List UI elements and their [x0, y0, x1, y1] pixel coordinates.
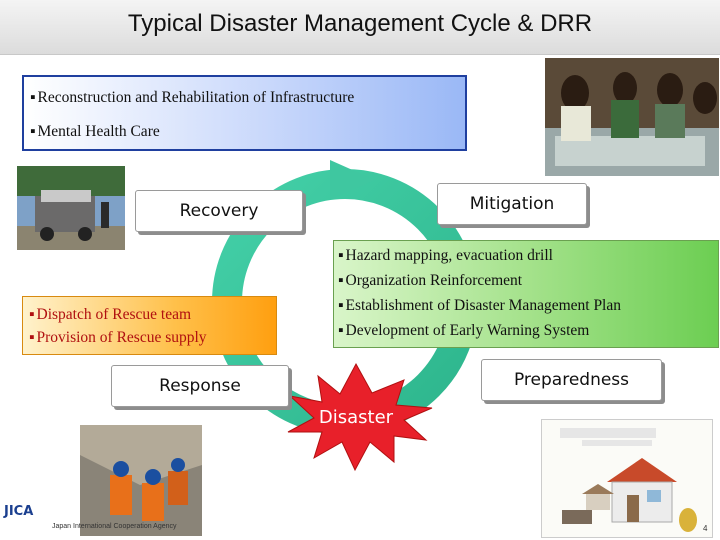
- jica-logo: JICA: [4, 504, 33, 519]
- recovery-actions-box: Reconstruction and Rehabilitation of Inf…: [22, 75, 467, 151]
- recovery-label: Recovery: [135, 190, 303, 232]
- mitigation-actions-box: Hazard mapping, evacuation drill Organiz…: [333, 240, 719, 348]
- mitigation-action-item: Establishment of Disaster Management Pla…: [338, 297, 621, 315]
- recovery-action-item: Reconstruction and Rehabilitation of Inf…: [30, 89, 354, 107]
- disaster-label: Disaster: [296, 407, 416, 428]
- mitigation-action-item: Development of Early Warning System: [338, 322, 589, 340]
- photo-community-mapping: [545, 58, 719, 176]
- page-number: 4: [703, 524, 707, 533]
- recovery-action-item: Mental Health Care: [30, 123, 160, 141]
- response-action-item: Dispatch of Rescue team: [29, 306, 191, 324]
- response-action-item: Provision of Rescue supply: [29, 329, 207, 347]
- image-preparedness-poster: [541, 419, 713, 538]
- mitigation-action-item: Hazard mapping, evacuation drill: [338, 247, 553, 265]
- mitigation-action-item: Organization Reinforcement: [338, 272, 522, 290]
- footer-organization: Japan International Cooperation Agency: [52, 523, 177, 530]
- photo-relief-truck: [17, 166, 125, 250]
- photo-rescue-workers: [80, 425, 202, 536]
- response-actions-box: Dispatch of Rescue team Provision of Res…: [22, 296, 277, 355]
- mitigation-label: Mitigation: [437, 183, 587, 225]
- preparedness-label: Preparedness: [481, 359, 662, 401]
- response-label: Response: [111, 365, 289, 407]
